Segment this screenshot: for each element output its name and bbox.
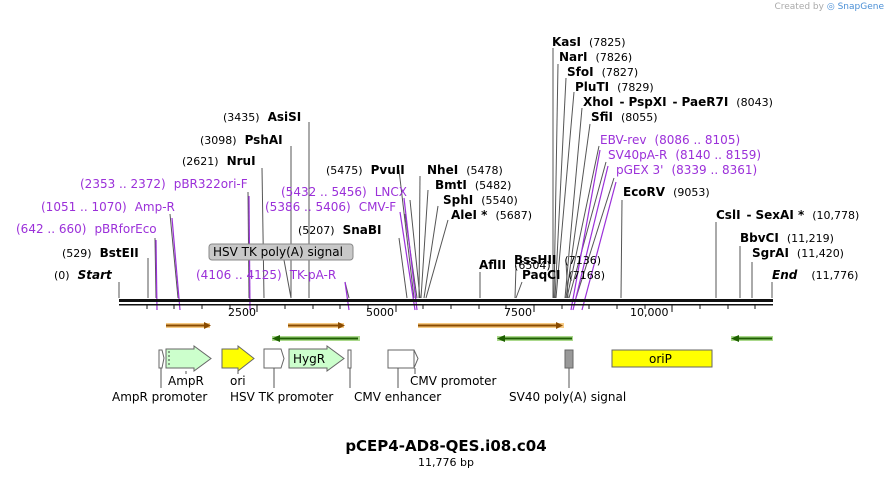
site-bsteii: (529)BstEII: [62, 246, 139, 260]
credit-prefix: Created by: [774, 2, 824, 12]
feature-hygr: [288, 345, 345, 372]
site-nrui: (2621)NruI: [182, 154, 256, 168]
primer-arrow: [272, 335, 360, 342]
site-paqci: PaqCI(7168): [522, 268, 605, 282]
tick-label: 7500: [504, 306, 532, 319]
tick-label: 10,000: [630, 306, 669, 319]
primer-ebv-rev: EBV-rev(8086 .. 8105): [600, 133, 740, 147]
site-start: (0)Start: [54, 268, 113, 282]
site-kasi: KasI(7825): [552, 35, 626, 49]
primer-tk-pa-r: (4106 .. 4125)TK-pA-R: [196, 268, 336, 282]
site-xhoi: XhoI-PspXI-PaeR7I(8043): [583, 95, 773, 109]
feature-label-orip: oriP: [649, 352, 672, 366]
site-bmti: BmtI(5482): [435, 178, 511, 192]
site-sfii: SfiI(8055): [591, 110, 658, 124]
site-bbvci: BbvCI(11,219): [740, 231, 834, 245]
feature-cmv-enhancer: [387, 349, 415, 369]
plasmid-title: pCEP4-AD8-QES.i08.c04: [345, 437, 547, 455]
site-ecorv: EcoRV(9053): [623, 185, 710, 199]
site-sgrai: SgrAI(11,420): [752, 246, 844, 260]
primer-amp-r: (1051 .. 1070)Amp-R: [41, 200, 175, 214]
feature-cmv-promoter: [413, 349, 419, 369]
site-nhei: NheI(5478): [427, 163, 503, 177]
primer-arrow: [166, 322, 211, 329]
site-end: End(11,776): [772, 268, 858, 282]
feature-label-ampr: AmpR: [168, 374, 204, 388]
primer-lncx: (5432 .. 5456)LNCX: [281, 185, 407, 199]
site-pluti: PluTI(7829): [575, 80, 654, 94]
snapgene-credit: Created by ◎ SnapGene: [774, 2, 884, 12]
feature-ori: [221, 344, 255, 373]
snapgene-logo-icon: ◎: [826, 2, 835, 12]
site-alei: AleI *(5687): [451, 208, 532, 222]
primer-pbrforeco: (642 .. 660)pBRforEco: [16, 222, 157, 236]
feature-label-sv40-polya: SV40 poly(A) signal: [509, 390, 626, 404]
site-sfoi: SfoI(7827): [567, 65, 638, 79]
tick-label: 2500: [228, 306, 256, 319]
primer-arrow: [731, 335, 773, 342]
highlight-label-hsv-tk-polya: HSV TK poly(A) signal: [213, 245, 343, 259]
feature-label-cmv-promoter: CMV promoter: [410, 374, 497, 388]
site-sphi: SphI(5540): [443, 193, 518, 207]
highlight-label-box: [208, 243, 354, 261]
primer-arrow: [497, 335, 573, 342]
primer-cmv-f: (5386 .. 5406)CMV-F: [265, 200, 396, 214]
feature-sv40-polya: [564, 349, 574, 369]
site-pvuii: (5475)PvuII: [326, 163, 405, 177]
feature-orip: [611, 349, 713, 368]
site-pshai: (3098)PshAI: [200, 133, 283, 147]
site-bsshii: BssHII(7136): [514, 253, 601, 267]
site-asisi: (3435)AsiSI: [223, 110, 301, 124]
primer-pgex-3: pGEX 3'(8339 .. 8361): [616, 163, 757, 177]
feature-hsv-tk-polya: [347, 349, 352, 369]
feature-label-cmv-enhancer: CMV enhancer: [354, 390, 441, 404]
primer-pbr322ori-f: (2353 .. 2372)pBR322ori-F: [80, 177, 248, 191]
backbone-top-strand: [119, 299, 773, 302]
feature-label-hsv-tk-promoter: HSV TK promoter: [230, 390, 333, 404]
feature-hsv-tk-promoter: [263, 348, 285, 369]
backbone-minor-ticks: [146, 305, 756, 312]
site-snabi: (5207)SnaBI: [298, 223, 381, 237]
feature-ampr-promoter: [158, 349, 165, 369]
backbone-bottom-strand: [119, 304, 773, 306]
primer-arrow: [418, 322, 564, 329]
credit-brand: SnapGene: [837, 2, 884, 12]
tick-label: 5000: [366, 306, 394, 319]
plasmid-length: 11,776 bp: [418, 456, 474, 469]
feature-label-ampr-promoter: AmpR promoter: [112, 390, 207, 404]
site-aflii: AflII(6504): [479, 258, 551, 272]
feature-connectors: [160, 368, 570, 388]
primer-sv40pa-r: SV40pA-R(8140 .. 8159): [608, 148, 761, 162]
site-csli: CslI-SexAI *(10,778): [716, 208, 859, 222]
site-nari: NarI(7826): [559, 50, 632, 64]
feature-label-ori: ori: [230, 374, 246, 388]
primer-arrow: [288, 322, 345, 329]
feature-label-hygr: HygR: [293, 352, 325, 366]
feature-ampr: [165, 345, 212, 372]
